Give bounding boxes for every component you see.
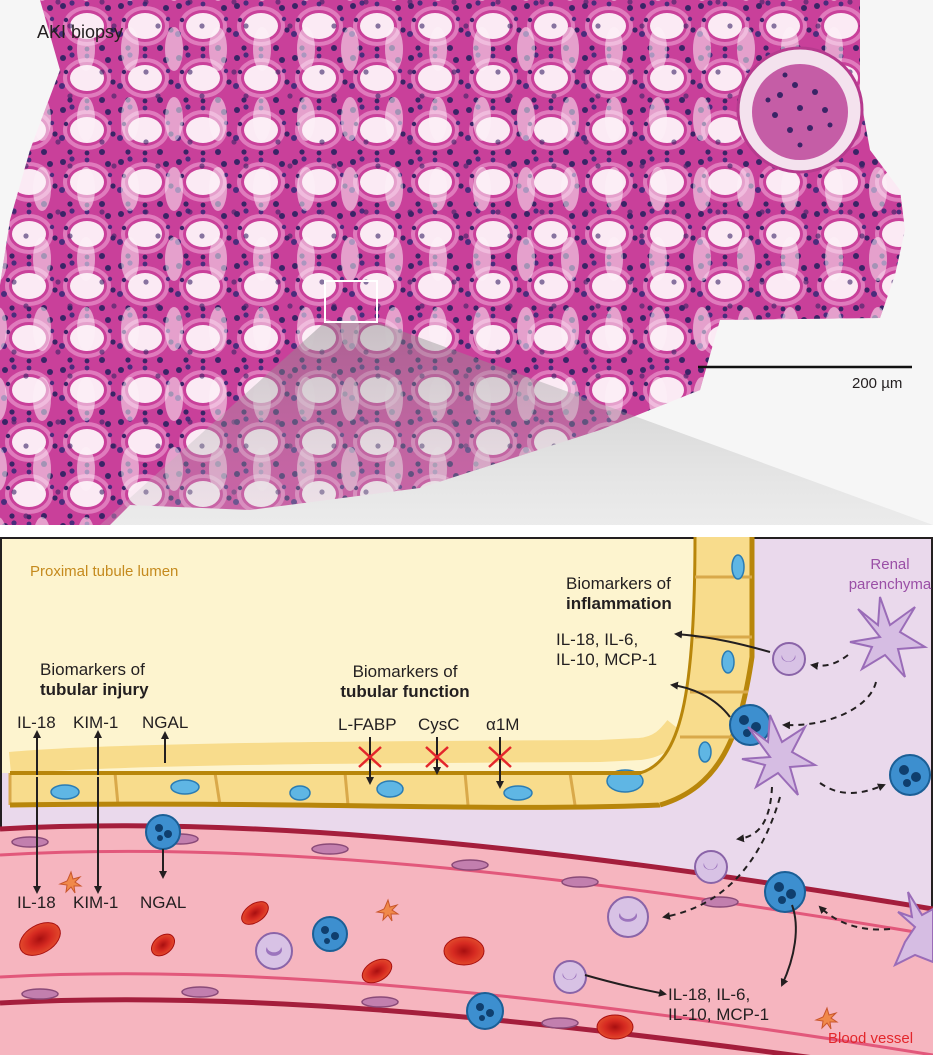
cytokines-top-line2: IL-10, MCP-1 (556, 650, 657, 670)
parenchyma-label-line2: parenchyma (845, 575, 933, 595)
marker-ngal-top: NGAL (142, 713, 188, 733)
schematic-panel: Proximal tubule lumen Renal parenchyma B… (0, 537, 933, 1055)
marker-kim1-top: KIM-1 (73, 713, 118, 733)
marker-kim1-bottom: KIM-1 (73, 893, 118, 913)
injury-title-bold: tubular injury (40, 680, 149, 700)
inflammation-title: Biomarkers of inflammation (566, 574, 672, 614)
marker-ngal-bottom: NGAL (140, 893, 186, 913)
inflammation-title-pre: Biomarkers of (566, 574, 672, 594)
biopsy-panel: AKI biopsy 200 µm (0, 0, 933, 525)
cytokines-bottom-line2: IL-10, MCP-1 (668, 1005, 769, 1025)
parenchyma-label: Renal parenchyma (845, 555, 933, 595)
cytokines-bottom-line1: IL-18, IL-6, (668, 985, 769, 1005)
inflammation-cytokines-top: IL-18, IL-6, IL-10, MCP-1 (556, 630, 657, 670)
marker-cysc: CysC (418, 715, 460, 735)
inflammation-cytokines-bottom: IL-18, IL-6, IL-10, MCP-1 (668, 985, 769, 1025)
injury-title: Biomarkers of tubular injury (40, 660, 149, 700)
biopsy-image (0, 0, 933, 525)
inflammation-title-bold: inflammation (566, 594, 672, 614)
lumen-label: Proximal tubule lumen (30, 562, 178, 582)
scale-bar-label: 200 µm (852, 374, 902, 394)
function-title-bold: tubular function (325, 682, 485, 702)
injury-title-pre: Biomarkers of (40, 660, 149, 680)
parenchyma-label-line1: Renal (845, 555, 933, 575)
function-title-pre: Biomarkers of (325, 662, 485, 682)
marker-il18-bottom: IL-18 (17, 893, 56, 913)
cytokines-top-line1: IL-18, IL-6, (556, 630, 657, 650)
function-title: Biomarkers of tubular function (325, 662, 485, 702)
vessel-label: Blood vessel (828, 1029, 913, 1049)
biopsy-title: AKI biopsy (37, 22, 123, 42)
marker-lfabp: L-FABP (338, 715, 397, 735)
marker-il18-top: IL-18 (17, 713, 56, 733)
schematic-drawing (0, 537, 933, 1055)
marker-a1m: α1M (486, 715, 519, 735)
